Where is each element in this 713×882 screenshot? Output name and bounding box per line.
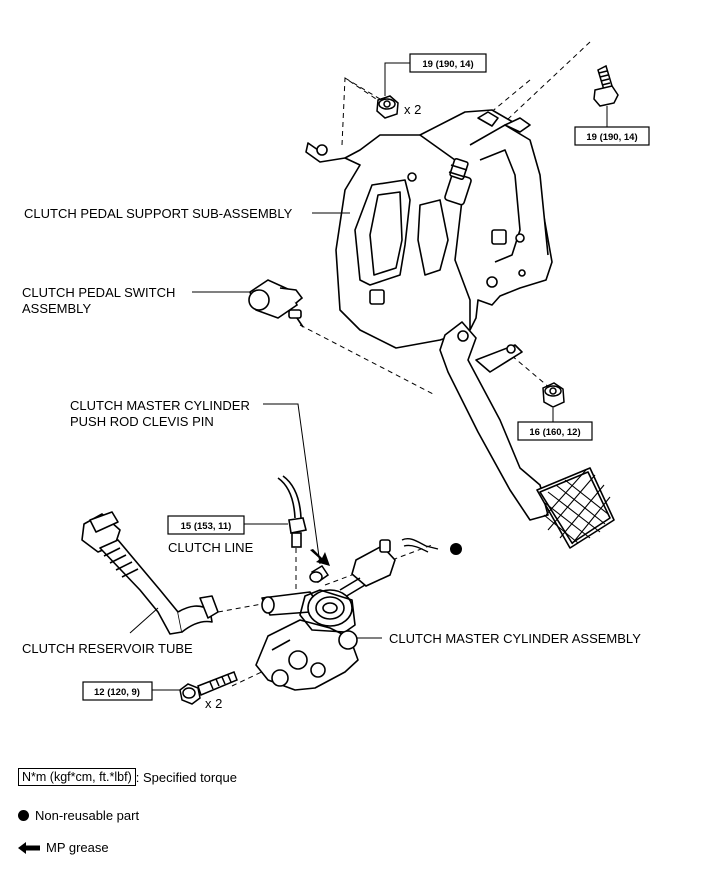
- grease-arrow-icon: [18, 841, 40, 854]
- label-clevis-pin-1: CLUTCH MASTER CYLINDER: [70, 398, 250, 413]
- pedal-switch-assembly: [248, 279, 304, 328]
- legend-grease-text: MP grease: [46, 840, 109, 855]
- leader-lines: [129, 62, 612, 691]
- nut-right-icon: [542, 382, 565, 408]
- legend-grease: MP grease: [18, 840, 109, 855]
- torque-box-right: 16 (160, 12): [517, 421, 593, 441]
- bracket-switch: [444, 157, 472, 206]
- qty-nut-top: x 2: [404, 102, 421, 117]
- pedal-support-bracket: [305, 109, 553, 349]
- bolt-bottom-icon: [179, 671, 238, 705]
- label-master-cylinder: CLUTCH MASTER CYLINDER ASSEMBLY: [389, 631, 641, 646]
- label-clutch-line: CLUTCH LINE: [168, 540, 254, 555]
- clevis-pin: [309, 564, 330, 584]
- torque-value-bottom: 12 (120, 9): [94, 687, 140, 698]
- legend-torque-box: N*m (kgf*cm, ft.*lbf): [18, 768, 136, 786]
- torque-box-top: 19 (190, 14): [409, 53, 487, 73]
- non-reusable-dot-icon: [450, 543, 462, 555]
- grease-arrow-icon: [310, 549, 330, 566]
- clip-part: [401, 537, 439, 553]
- bolt-top-right-icon: [593, 64, 619, 107]
- label-pedal-switch-1: CLUTCH PEDAL SWITCH: [22, 285, 175, 300]
- torque-value-right: 16 (160, 12): [529, 427, 580, 438]
- clutch-pedal: [439, 321, 615, 549]
- master-cylinder-assembly: [255, 589, 359, 691]
- reservoir-tube: [81, 511, 219, 635]
- non-reusable-dot-icon: [18, 810, 29, 821]
- legend-torque-text: : Specified torque: [135, 769, 237, 785]
- torque-box-top-right: 19 (190, 14): [574, 126, 650, 146]
- qty-bolt-bottom: x 2: [205, 696, 222, 711]
- label-pedal-support: CLUTCH PEDAL SUPPORT SUB-ASSEMBLY: [24, 206, 293, 221]
- torque-value-top: 19 (190, 14): [422, 59, 473, 70]
- label-reservoir-tube: CLUTCH RESERVOIR TUBE: [22, 641, 193, 656]
- nut-top-icon: [376, 95, 399, 119]
- torque-value-clutch-line: 15 (153, 11): [181, 521, 232, 532]
- clutch-line: [277, 475, 307, 548]
- label-clevis-pin-2: PUSH ROD CLEVIS PIN: [70, 414, 214, 429]
- pedal-pad-pattern: [543, 469, 611, 545]
- legend-nonreusable-text: Non-reusable part: [35, 808, 140, 823]
- label-pedal-switch-2: ASSEMBLY: [22, 301, 91, 316]
- torque-box-clutch-line: 15 (153, 11): [167, 515, 245, 535]
- legend-nonreusable: Non-reusable part: [18, 808, 139, 823]
- torque-box-bottom: 12 (120, 9): [82, 681, 153, 701]
- legend-torque: N*m (kgf*cm, ft.*lbf) : Specified torque: [18, 768, 237, 786]
- torque-value-top-right: 19 (190, 14): [586, 132, 637, 143]
- push-rod-clevis: [339, 539, 396, 598]
